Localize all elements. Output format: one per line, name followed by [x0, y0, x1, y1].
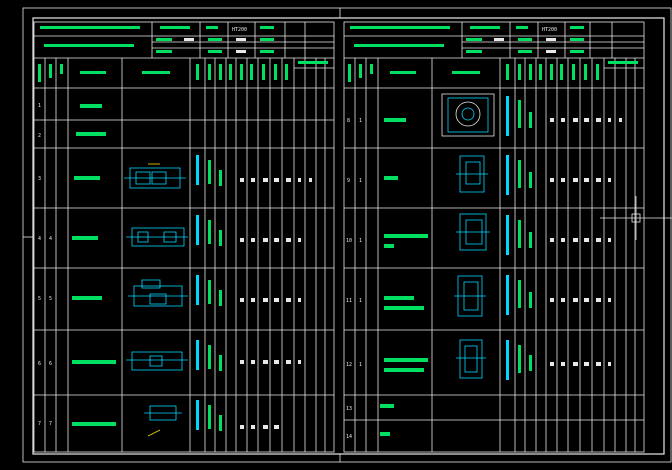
left-sketch-7 — [144, 405, 182, 437]
right-process-sheet: HT200 8 9 10 11 12 13 14 1 1 1 — [343, 21, 645, 453]
left-row-no-4: 4 — [38, 236, 41, 242]
right-row-no-8: 8 — [347, 118, 350, 124]
right-sketch-11 — [454, 275, 486, 317]
left-step-5: 5 — [49, 296, 52, 302]
left-row-no-5: 5 — [38, 296, 41, 302]
right-sketch-12 — [456, 339, 486, 379]
right-sketch-8 — [441, 93, 495, 137]
left-sketch-3 — [124, 163, 186, 189]
right-row-no-10: 10 — [346, 238, 352, 244]
left-step-4: 4 — [49, 236, 52, 242]
outer-frame — [22, 7, 672, 463]
left-row-no-1: 1 — [38, 103, 41, 109]
right-row-no-12: 12 — [346, 362, 352, 368]
crosshair-cursor-icon — [600, 196, 672, 240]
left-row-no-2: 2 — [38, 133, 41, 139]
inner-frame — [32, 17, 665, 455]
right-step-11: 1 — [359, 298, 362, 304]
right-row-no-9: 9 — [347, 178, 350, 184]
right-step-12: 1 — [359, 362, 362, 368]
left-sketch-4 — [126, 227, 188, 247]
right-step-8: 1 — [359, 118, 362, 124]
right-row-no-14: 14 — [346, 434, 352, 440]
left-sketch-5 — [128, 279, 188, 307]
left-step-6: 6 — [49, 361, 52, 367]
left-row-no-3: 3 — [38, 176, 41, 182]
left-step-7: 7 — [49, 421, 52, 427]
right-sketch-10 — [456, 213, 490, 251]
right-title-code: HT200 — [542, 27, 557, 33]
left-process-sheet: HT200 1 2 3 4 5 6 7 4 5 — [33, 21, 335, 453]
right-step-9: 1 — [359, 178, 362, 184]
left-title-code: HT200 — [232, 27, 247, 33]
right-row-no-11: 11 — [346, 298, 352, 304]
right-step-10: 1 — [359, 238, 362, 244]
right-row-no-13: 13 — [346, 406, 352, 412]
left-row-no-7: 7 — [38, 421, 41, 427]
right-sketch-9 — [456, 155, 488, 193]
left-sketch-6 — [126, 351, 188, 371]
left-row-no-6: 6 — [38, 361, 41, 367]
